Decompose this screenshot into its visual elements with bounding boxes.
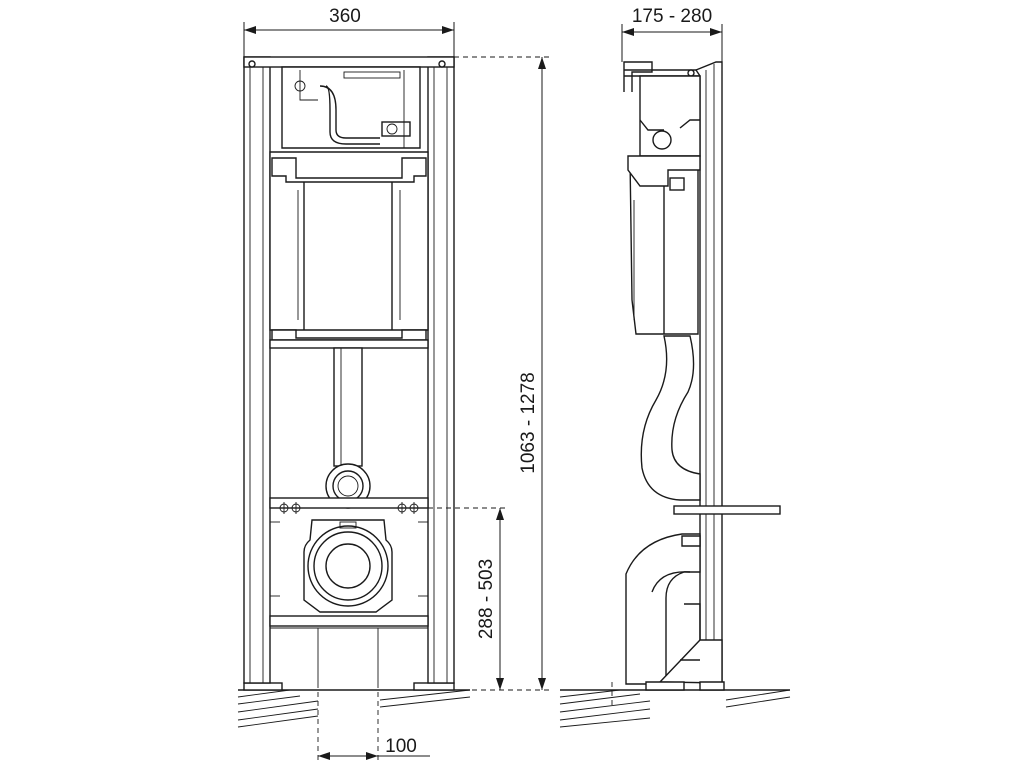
dimension-depth: 175 - 280 [621, 6, 723, 62]
side-flush-bend [640, 335, 701, 501]
front-view: 360 1063 - 1278 288 - 503 100 [237, 6, 550, 764]
stud-left-a [278, 502, 290, 514]
drain-connection [303, 519, 393, 613]
dimension-outlet-height-label: 288 - 503 [476, 559, 497, 639]
side-floor-stand [645, 603, 725, 691]
dimension-height-label: 1063 - 1278 [518, 372, 539, 473]
stud-right-a [396, 502, 408, 514]
anchor-hole-left [248, 60, 256, 68]
side-cistern-body [627, 155, 701, 335]
dimension-height: 1063 - 1278 [518, 57, 546, 690]
cistern-tank [269, 151, 429, 341]
dimension-width: 360 [243, 6, 455, 57]
left-upright [243, 56, 271, 684]
left-foot [243, 682, 283, 691]
cistern-valve-section [281, 66, 421, 149]
stud-right-b [408, 502, 420, 514]
bowl-mounting-bracket [269, 497, 429, 597]
flush-pipe [333, 347, 363, 467]
dimension-depth-label: 175 - 280 [632, 6, 712, 27]
dimension-outlet-offset: 100 [318, 736, 430, 760]
side-valve-box [639, 75, 701, 157]
anchor-hole-right [438, 60, 446, 68]
side-bracket-rod [673, 505, 781, 515]
front-floor-hatch [237, 689, 471, 728]
top-rail [243, 56, 455, 68]
dimension-width-label: 360 [329, 6, 361, 27]
middle-rail [269, 339, 429, 349]
side-drain-elbow [625, 533, 701, 685]
dimension-outlet-offset-label: 100 [385, 736, 417, 757]
stud-left-b [290, 502, 302, 514]
side-view: 175 - 280 [559, 6, 791, 728]
bottom-rail [269, 615, 429, 627]
right-foot [413, 682, 455, 691]
right-upright [427, 56, 455, 684]
dimension-outlet-height: 288 - 503 [476, 508, 504, 690]
